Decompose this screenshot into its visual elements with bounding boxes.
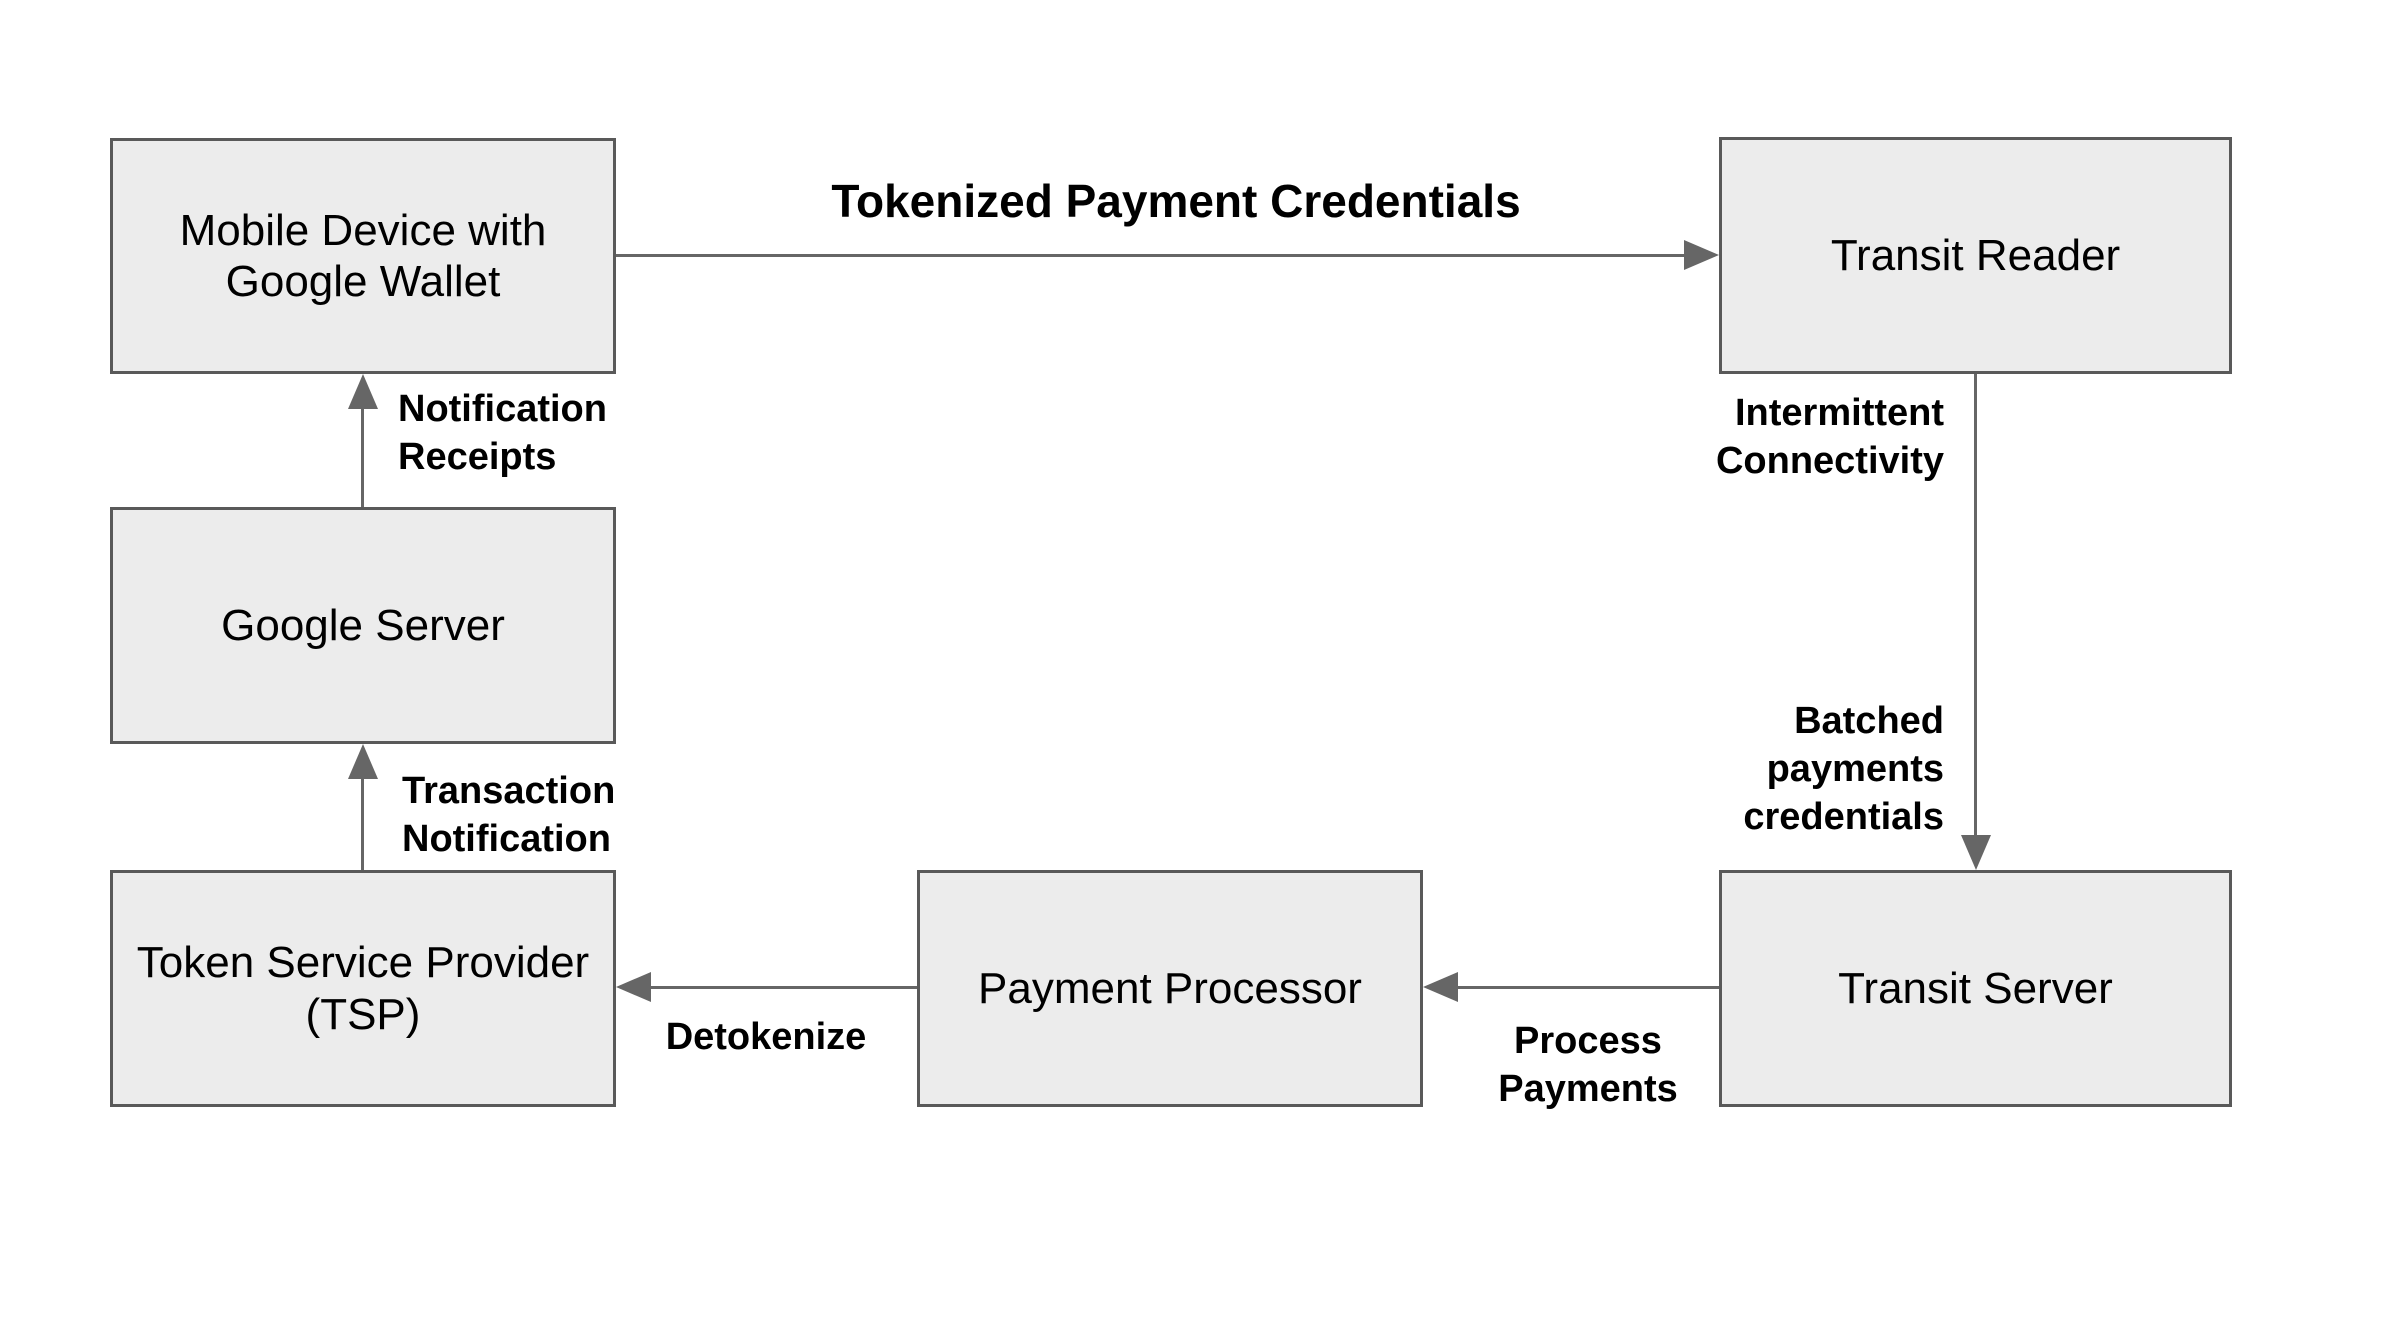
edge-label-transaction-notification: Transaction Notification — [402, 770, 616, 860]
edge-mobile-to-reader-arrowhead-icon — [1684, 240, 1719, 270]
node-transit-reader: Transit Reader — [1719, 137, 2232, 374]
edge-label-process-payments: Process Payments — [1498, 1020, 1678, 1110]
node-token-service-provider: Token Service Provider (TSP) — [110, 870, 616, 1107]
node-mobile-device-label: Mobile Device with Google Wallet — [179, 205, 547, 306]
edge-label-detokenize: Detokenize — [665, 1016, 867, 1058]
node-transit-server: Transit Server — [1719, 870, 2232, 1107]
node-transit-server-label: Transit Server — [1838, 963, 2113, 1013]
edge-tsp-to-google-arrowhead-icon — [348, 744, 378, 779]
edge-label-tokenized-payment-credentials: Tokenized Payment Credentials — [831, 175, 1521, 227]
node-google-server-label: Google Server — [221, 600, 505, 650]
edge-label-intermittent-connectivity: Intermittent Connectivity — [1715, 392, 1944, 482]
edge-mobile-to-reader-line — [616, 254, 1684, 257]
edge-processor-to-tsp-arrowhead-icon — [616, 972, 651, 1002]
edge-google-to-mobile-line — [361, 409, 364, 507]
edge-server-to-processor-arrowhead-icon — [1423, 972, 1458, 1002]
edge-google-to-mobile-arrowhead-icon — [348, 374, 378, 409]
node-google-server: Google Server — [110, 507, 616, 744]
edge-label-notification-receipts: Notification Receipts — [398, 388, 607, 478]
node-payment-processor-label: Payment Processor — [978, 963, 1362, 1013]
node-transit-reader-label: Transit Reader — [1830, 230, 2121, 280]
edge-processor-to-tsp-line — [651, 986, 917, 989]
edge-label-batched-payments-credentials: Batched payments credentials — [1743, 700, 1944, 838]
edge-reader-to-server-arrowhead-icon — [1961, 835, 1991, 870]
node-mobile-device: Mobile Device with Google Wallet — [110, 138, 616, 374]
node-payment-processor: Payment Processor — [917, 870, 1423, 1107]
edge-reader-to-server-line — [1974, 374, 1977, 835]
edge-tsp-to-google-line — [361, 779, 364, 870]
edge-server-to-processor-line — [1458, 986, 1719, 989]
node-token-service-provider-label: Token Service Provider (TSP) — [136, 938, 590, 1039]
